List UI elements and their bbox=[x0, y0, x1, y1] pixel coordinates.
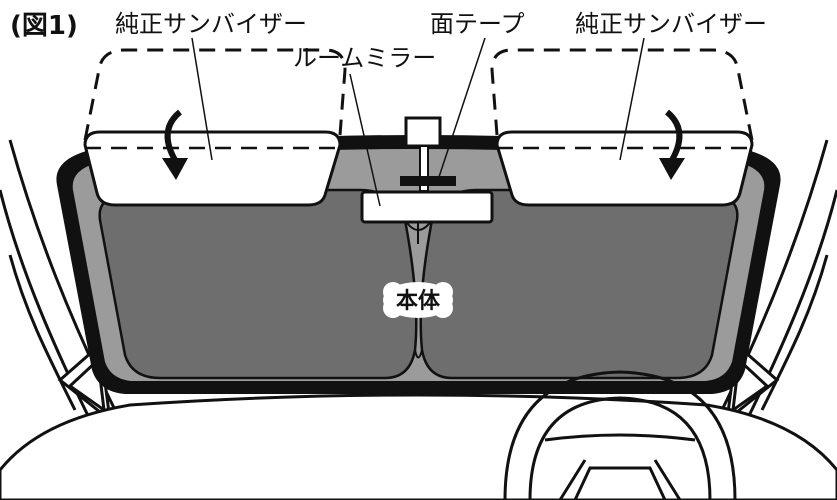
visor-right-raised-outline bbox=[490, 48, 754, 141]
main-body-label-badge: 本体 bbox=[383, 282, 453, 318]
sun-visor-left-label: 純正サンバイザー bbox=[115, 10, 307, 38]
shade-panel-right bbox=[419, 188, 739, 380]
main-body-label: 本体 bbox=[396, 289, 441, 314]
double-sided-tape-strip bbox=[400, 176, 456, 186]
mirror-mount bbox=[404, 116, 442, 192]
leader-lines bbox=[191, 37, 645, 207]
sun-visor-left bbox=[83, 130, 342, 207]
rearview-mirror-label: ルームミラー bbox=[293, 44, 436, 72]
rearview-mirror bbox=[360, 190, 494, 224]
steering-wheel bbox=[503, 370, 737, 500]
shade-panel-left bbox=[98, 188, 418, 380]
sun-visor-right bbox=[495, 130, 754, 207]
rotate-arrow-left-icon bbox=[162, 109, 188, 180]
double-sided-tape-label: 面テープ bbox=[430, 10, 525, 38]
figure-number-label: (図1) bbox=[10, 11, 78, 41]
dashboard bbox=[0, 393, 837, 500]
sun-visor-right-label: 純正サンバイザー bbox=[575, 10, 767, 38]
rotate-arrow-right-icon bbox=[659, 109, 685, 180]
visor-left-raised-outline bbox=[83, 48, 347, 141]
